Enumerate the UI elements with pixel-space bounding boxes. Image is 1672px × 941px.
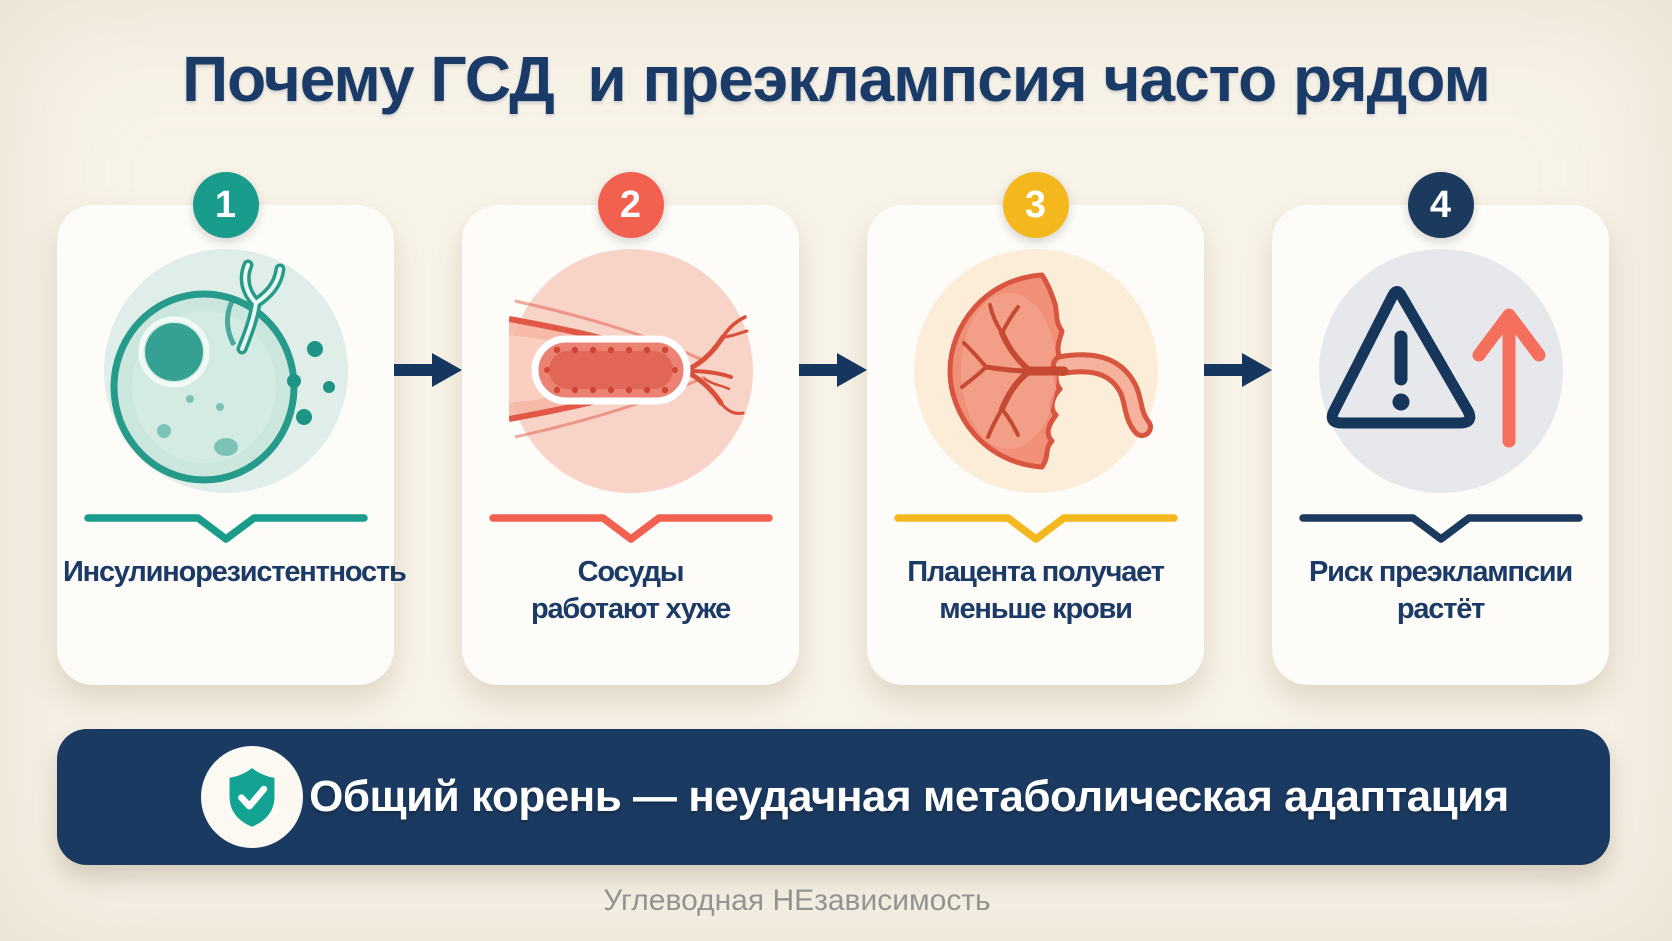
shield-check-icon — [229, 767, 275, 827]
accent-divider-chevron — [893, 514, 1178, 543]
step-illustration-circle — [913, 249, 1158, 493]
right-arrow-icon — [799, 353, 867, 387]
step-number-badge: 2 — [597, 172, 664, 238]
step-number-badge: 3 — [1002, 172, 1069, 238]
step-illustration-circle — [508, 249, 753, 493]
summary-banner-text: Общий корень — неудачная метаболическая … — [309, 772, 1509, 821]
placenta-icon — [947, 272, 1153, 470]
step-card-insulin-resistance: 1 — [57, 172, 407, 685]
insulin-resistant-cell-icon — [110, 259, 335, 484]
narrowed-blood-vessel-icon — [508, 299, 748, 439]
step-label: Инсулинорезистентность — [63, 556, 407, 588]
right-arrow-icon — [1204, 353, 1272, 387]
step-illustration-circle — [1318, 249, 1563, 493]
accent-divider-chevron — [488, 514, 773, 543]
accent-divider-chevron — [83, 514, 368, 543]
right-arrow-icon — [394, 353, 462, 387]
warning-risk-rising-icon — [1326, 286, 1545, 448]
step-label: Плацента получает меньше крови — [907, 556, 1165, 626]
step-number-badge: 1 — [192, 172, 259, 238]
step-number-badge: 4 — [1407, 172, 1474, 238]
brand-footer: Углеводная НЕзависимость — [603, 884, 991, 917]
step-card-placenta: 3 — [867, 172, 1204, 685]
shield-icon-circle — [201, 746, 303, 848]
step-label: Сосуды работают хуже — [530, 556, 731, 626]
step-card-vessels: 2 — [462, 172, 799, 685]
step-illustration-circle — [103, 249, 348, 493]
step-label: Риск преэклампсии растёт — [1308, 556, 1573, 626]
page-title: Почему ГСД и преэклампсия часто рядом — [182, 43, 1491, 115]
accent-divider-chevron — [1298, 514, 1583, 543]
summary-banner: Общий корень — неудачная метаболическая … — [57, 729, 1610, 865]
step-card-preeclampsia-risk: 4 Риск преэклампсии растёт — [1272, 172, 1609, 685]
